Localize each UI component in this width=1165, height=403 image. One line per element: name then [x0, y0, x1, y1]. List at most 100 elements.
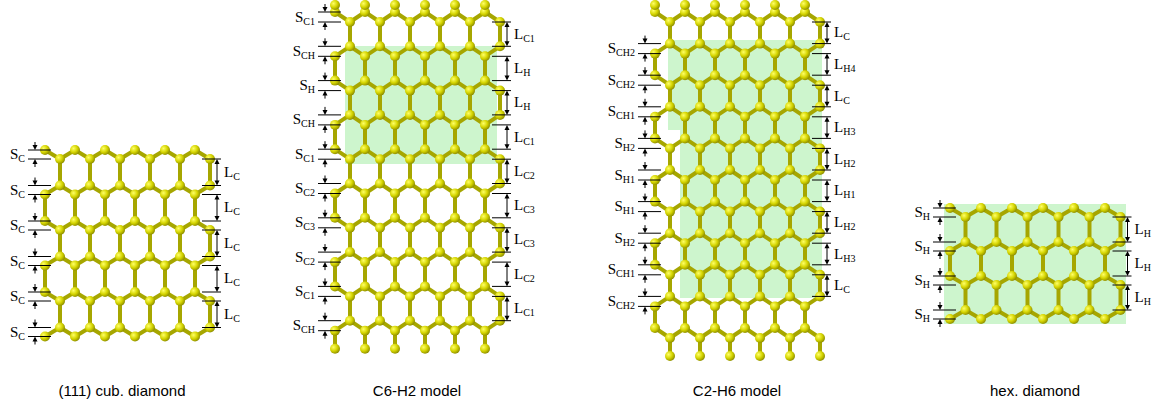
carbon-atom [465, 291, 475, 301]
tick-line [28, 336, 51, 337]
tick-line [318, 286, 341, 287]
carbon-atom [375, 316, 385, 326]
arrow-head [323, 296, 328, 301]
carbon-atom [435, 179, 445, 189]
carbon-atom [405, 316, 415, 326]
carbon-atom [695, 351, 705, 361]
carbon-atom [800, 49, 810, 59]
carbon-atom [665, 228, 675, 238]
carbon-atom [800, 260, 810, 270]
carbon-atom [710, 133, 720, 143]
carbon-atom [650, 323, 660, 333]
carbon-atom [710, 112, 720, 122]
arrow-head [643, 70, 648, 75]
carbon-atom [330, 0, 340, 10]
tick-line [638, 148, 661, 149]
carbon-atom [390, 213, 400, 223]
tick-line [28, 265, 51, 266]
arrow-head [825, 70, 830, 75]
carbon-atom [465, 179, 475, 189]
carbon-atom [800, 301, 810, 311]
carbon-atom [770, 260, 780, 270]
tick-line [492, 80, 511, 81]
dimension-label: LC3 [514, 198, 535, 213]
subscript: CH2 [616, 47, 635, 58]
carbon-atom [85, 154, 95, 164]
arrow-shaft [827, 121, 828, 135]
carbon-atom [360, 189, 370, 199]
tick-line [812, 201, 831, 202]
subscript: C1 [303, 153, 315, 164]
arrow-head [505, 296, 510, 301]
dimension-label: SCH2 [608, 73, 635, 88]
tick-line [492, 22, 511, 23]
symbol: L [224, 270, 233, 286]
tick-line [318, 262, 341, 263]
arrow-head [1125, 251, 1130, 256]
carbon-atom [115, 154, 125, 164]
carbon-atom [710, 260, 720, 270]
arrow-head [215, 230, 220, 235]
carbon-atom [740, 323, 750, 333]
carbon-atom [770, 70, 780, 80]
arrow-head [323, 41, 328, 46]
subscript: H4 [843, 63, 855, 74]
tick-line [28, 327, 51, 328]
carbon-atom [785, 333, 795, 343]
tick-line [492, 320, 511, 321]
carbon-atom [725, 80, 735, 90]
carbon-atom [1100, 203, 1110, 213]
dimension-label: SH2 [614, 136, 635, 151]
carbon-atom [695, 207, 705, 217]
carbon-atom [680, 260, 690, 270]
carbon-atom [785, 165, 795, 175]
subscript: CH1 [616, 110, 635, 121]
dimension-label: SC1 [295, 284, 315, 299]
carbon-atom [85, 225, 95, 235]
arrow-head [215, 287, 220, 292]
carbon-atom [1007, 314, 1017, 324]
arrow-head [323, 110, 328, 115]
arrow-head [215, 159, 220, 164]
tick-line [492, 114, 511, 115]
carbon-atom [755, 102, 765, 112]
dimension-label: SC2 [295, 181, 315, 196]
tick-line [812, 43, 831, 44]
carbon-atom [992, 280, 1002, 290]
arrow-shaft [507, 129, 508, 145]
carbon-atom [100, 216, 110, 226]
carbon-atom [800, 323, 810, 333]
dimension-label: LC2 [514, 267, 535, 282]
carbon-atom [710, 197, 720, 207]
symbol: S [914, 272, 922, 288]
carbon-atom [725, 228, 735, 238]
carbon-atom [785, 39, 795, 49]
carbon-atom [55, 252, 65, 262]
tick-line [202, 159, 221, 160]
carbon-atom [55, 296, 65, 306]
carbon-atom [725, 333, 735, 343]
carbon-atom [1038, 314, 1048, 324]
tick-line [933, 276, 956, 277]
carbon-atom [420, 213, 430, 223]
subscript: CH2 [616, 300, 635, 311]
tick-line [812, 243, 831, 244]
carbon-atom [740, 175, 750, 185]
arrow-head [215, 195, 220, 200]
carbon-atom [785, 80, 795, 90]
dimension-label: LC [224, 165, 240, 180]
symbol: S [608, 293, 616, 309]
panel-caption: C6-H2 model [373, 383, 461, 398]
arrow-head [825, 275, 830, 280]
arrow-shaft [1127, 221, 1128, 238]
carbon-atom [100, 190, 110, 200]
dimension-label: LC1 [514, 301, 535, 316]
carbon-atom [465, 86, 475, 96]
tick-line [638, 106, 661, 107]
carbon-atom [1054, 305, 1064, 315]
dimension-label: LH3 [834, 120, 855, 135]
carbon-atom [405, 223, 415, 233]
symbol: S [914, 204, 922, 220]
tick-line [202, 327, 221, 328]
carbon-atom [420, 326, 430, 336]
